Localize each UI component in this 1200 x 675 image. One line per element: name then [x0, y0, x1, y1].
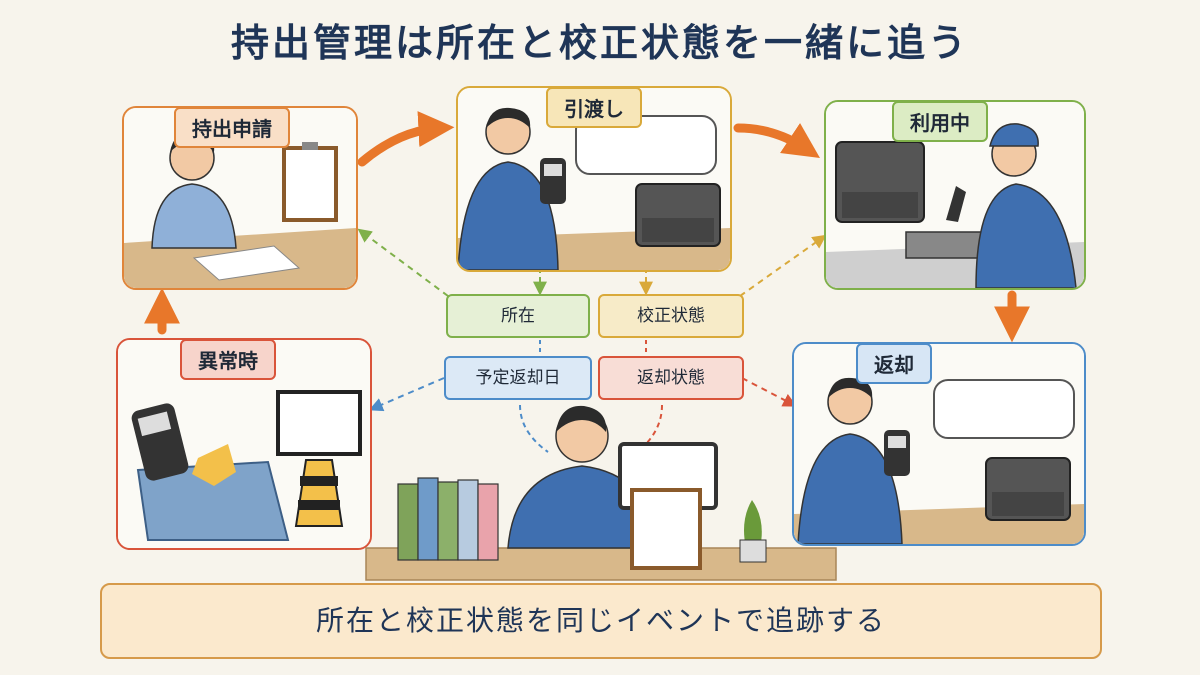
card-request: 持出申請 [122, 106, 358, 290]
tag-handover: 引渡し [546, 88, 642, 128]
card-return: 返却 [792, 342, 1086, 546]
footer-banner: 所在と校正状態を同じイベントで追跡する [100, 583, 1102, 659]
card-handover: 引渡し [456, 86, 732, 272]
chip-calibration: 校正状態 [598, 294, 744, 338]
chip-due-date: 予定返却日 [444, 356, 592, 400]
page-title: 持出管理は所在と校正状態を一緒に追う [230, 21, 969, 65]
flow-arrow-request-handover [357, 111, 455, 167]
tag-return: 返却 [856, 344, 932, 384]
tag-anomaly: 異常時 [180, 340, 276, 380]
chip-location: 所在 [446, 294, 590, 338]
tag-request: 持出申請 [174, 108, 290, 148]
tag-in-use: 利用中 [892, 102, 988, 142]
handover-illustration [458, 88, 730, 270]
flow-arrow-handover-inuse [733, 123, 820, 158]
card-in-use: 利用中 [824, 100, 1086, 290]
anomaly-illustration [118, 340, 370, 548]
chip-return-state: 返却状態 [598, 356, 744, 400]
card-anomaly: 異常時 [116, 338, 372, 550]
return-illustration [794, 344, 1084, 544]
